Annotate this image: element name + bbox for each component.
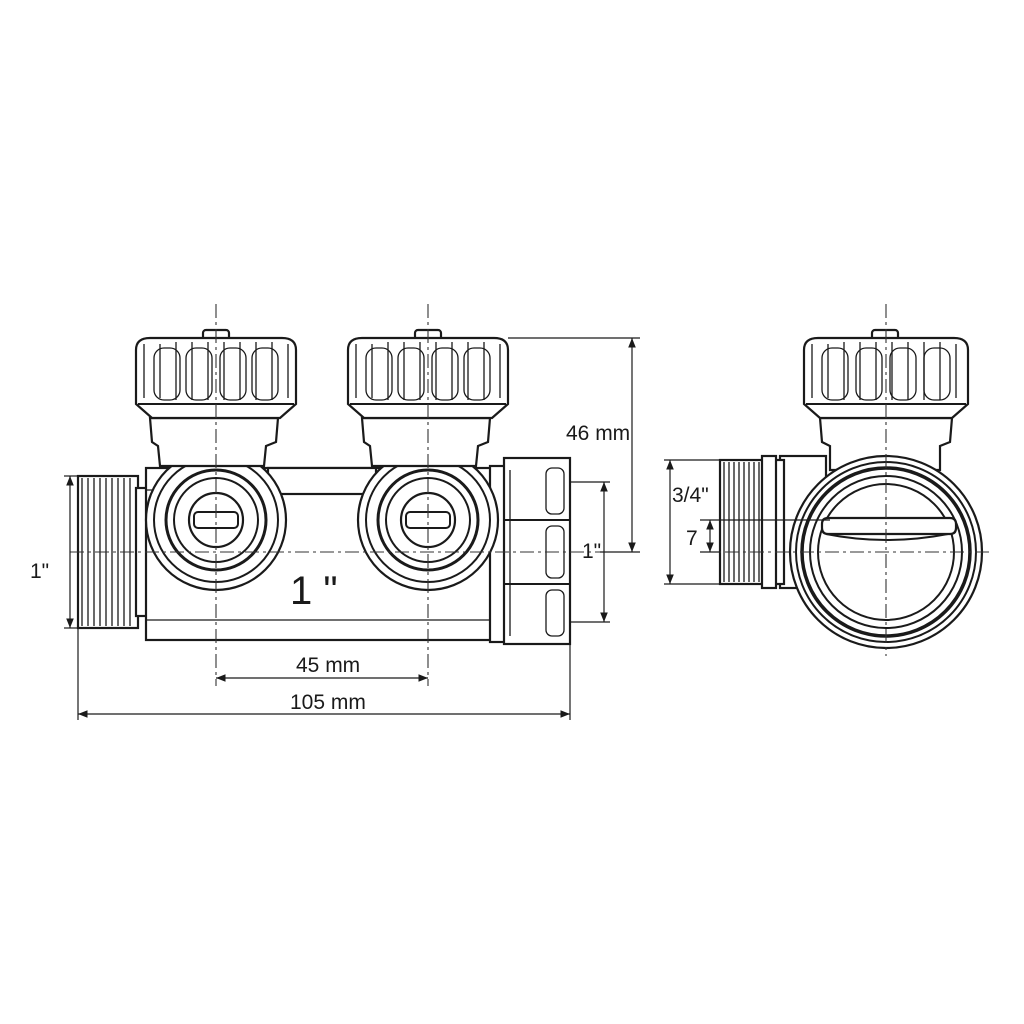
outlet-port-left <box>144 448 288 592</box>
side-dimensions: 3/4" 7 <box>664 459 830 585</box>
side-thread-size-label: 3/4" <box>672 484 709 507</box>
length-dimension-label: 105 mm <box>290 691 366 714</box>
side-outlet-thread <box>718 454 828 590</box>
right-female-nut <box>488 456 572 646</box>
height-dimension-label: 46 mm <box>566 422 630 445</box>
outlet-size-label: 1" <box>582 540 601 563</box>
side-offset-label: 7 <box>686 527 698 550</box>
valve-necks <box>148 416 492 468</box>
front-dimensions: 46 mm 1" 1" 45 mm 105 mm <box>30 337 640 720</box>
outlet-port-right <box>356 448 500 592</box>
spacing-dimension-label: 45 mm <box>296 654 360 677</box>
side-thread-lines <box>723 462 760 582</box>
front-view: 1 " <box>70 304 600 686</box>
body-size-label: 1 " <box>290 569 338 613</box>
body-bridge <box>266 466 378 496</box>
side-valve-knob <box>802 328 970 420</box>
side-valve-neck <box>818 416 954 472</box>
inlet-size-label: 1" <box>30 560 49 583</box>
valve-knob-right <box>346 328 510 420</box>
side-view <box>700 304 990 656</box>
